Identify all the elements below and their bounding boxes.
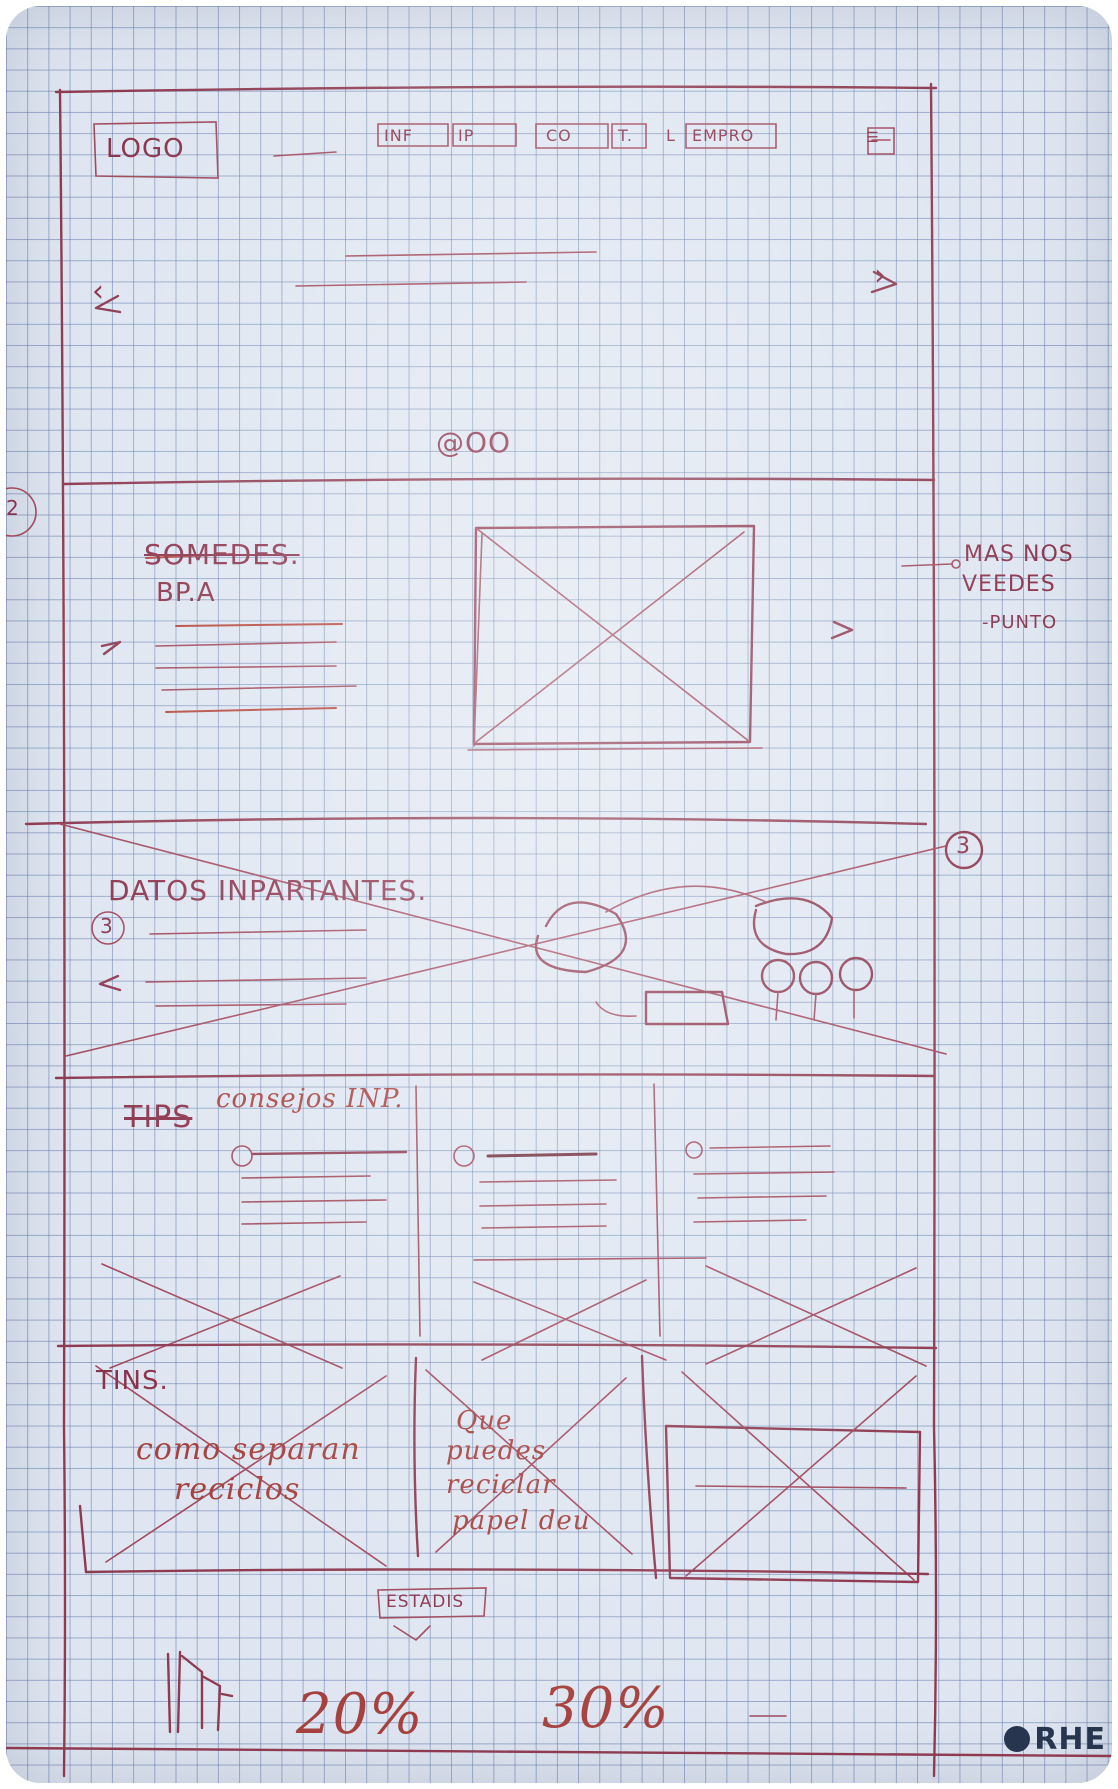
nav-item-t[interactable]: T.	[618, 126, 633, 145]
side-note-line-3: -PUNTO	[982, 612, 1057, 633]
menu-icon[interactable]: ☰	[866, 130, 880, 146]
footer-stat-2: 30%	[542, 1676, 669, 1741]
side-note-line-2: VEEDES	[962, 572, 1056, 597]
nav-item-empro[interactable]: EMPRO	[692, 126, 754, 145]
section-4-title: consejos INP.	[216, 1084, 404, 1114]
section-2-title-struck: SOMEDES.	[144, 538, 300, 571]
carousel-pagination-dots[interactable]: @OO	[436, 426, 511, 459]
card-2-line-3: reciclar	[446, 1470, 556, 1500]
nav-item-inf[interactable]: INF	[384, 126, 413, 145]
section-2-marker: 2	[6, 496, 20, 520]
nav-item-ip[interactable]: IP	[458, 126, 474, 145]
section-3-item-marker: 3	[100, 914, 114, 938]
nav-item-co[interactable]: CO	[546, 126, 572, 145]
brand-watermark: RHE	[1004, 1722, 1106, 1757]
carousel-next-arrow-icon[interactable]: ›	[874, 258, 887, 293]
side-note-line-1: MAS NOS	[964, 542, 1074, 567]
brand-logo-icon	[1004, 1726, 1030, 1752]
footer-stats-label: ESTADIS	[386, 1592, 464, 1612]
card-2-line-4: papel deu	[452, 1506, 591, 1536]
section-4-title-struck: TIPS	[124, 1100, 192, 1135]
card-1-line-2: reciclos	[174, 1472, 300, 1507]
card-2-line-1: Que	[456, 1406, 512, 1436]
section-3-marker: 3	[956, 834, 971, 859]
footer-stat-1: 20%	[296, 1682, 423, 1747]
section-5-title: TINS.	[96, 1366, 169, 1396]
graph-paper-sheet: LOGO INF IP CO T. L EMPRO ☰ ‹ › @OO 2 SO…	[6, 6, 1112, 1783]
nav-item-l[interactable]: L	[666, 126, 676, 145]
logo-placeholder[interactable]: LOGO	[106, 134, 185, 164]
section-2-subtitle: BP.A	[156, 578, 216, 608]
brand-text: RHE	[1034, 1722, 1106, 1757]
section-3-title: DATOS INPARTANTES.	[108, 874, 427, 907]
carousel-prev-arrow-icon[interactable]: ‹	[92, 274, 105, 309]
card-1-line-1: como separan	[136, 1432, 361, 1467]
card-2-line-2: puedes	[446, 1436, 546, 1466]
